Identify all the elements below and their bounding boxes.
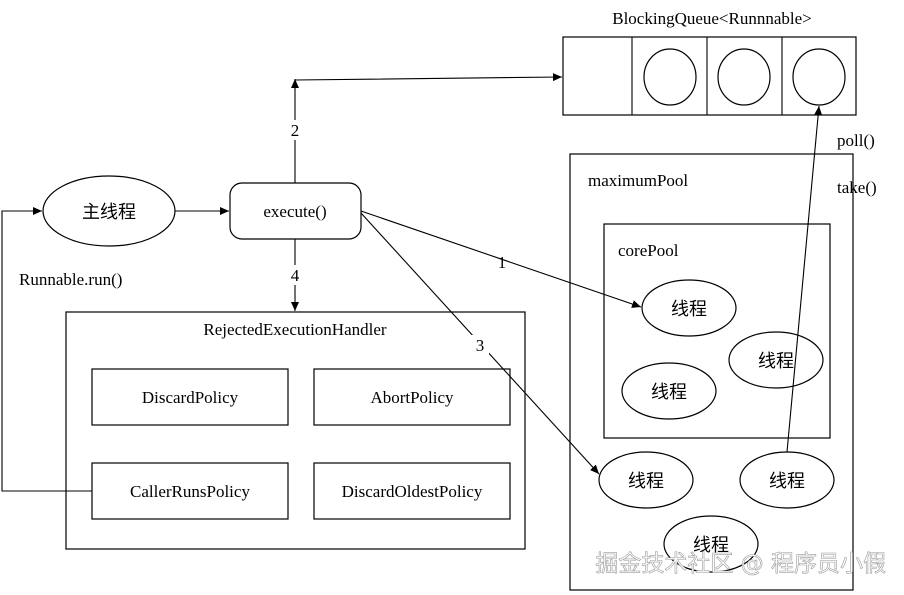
take-label: take() bbox=[837, 178, 877, 197]
edge-2-to-queue bbox=[294, 73, 563, 183]
edge-label-2: 2 bbox=[291, 121, 300, 140]
policy-discard-oldest-box bbox=[313, 462, 511, 520]
core-thread-3: 线程 bbox=[621, 362, 717, 420]
rejected-handler-title: RejectedExecutionHandler bbox=[203, 320, 386, 339]
svg-text:线程: 线程 bbox=[651, 382, 687, 403]
policy-discard-oldest-label: DiscardOldestPolicy bbox=[342, 482, 483, 501]
core-thread-2: 线程 bbox=[728, 331, 824, 389]
edge-label-1: 1 bbox=[498, 253, 507, 272]
queue-task-slot bbox=[792, 48, 846, 106]
core-pool-label: corePool bbox=[618, 241, 679, 260]
svg-text:线程: 线程 bbox=[769, 471, 805, 492]
policy-discard-box bbox=[91, 368, 289, 426]
pool-thread-3: 线程 bbox=[663, 515, 759, 573]
edge-caller-runs-to-main bbox=[1, 207, 92, 492]
svg-text:线程: 线程 bbox=[628, 471, 664, 492]
edge-label-3: 3 bbox=[476, 336, 485, 355]
runnable-run-label: Runnable.run() bbox=[19, 270, 122, 289]
policy-abort-label: AbortPolicy bbox=[370, 388, 454, 407]
svg-text:线程: 线程 bbox=[758, 351, 794, 372]
edge-1-to-core-thread bbox=[360, 210, 642, 308]
blocking-queue bbox=[562, 36, 857, 116]
maximum-pool-label: maximumPool bbox=[588, 171, 688, 190]
pool-thread-2: 线程 bbox=[739, 451, 835, 509]
pool-thread-1: 线程 bbox=[598, 451, 694, 509]
policy-caller-runs-box bbox=[91, 462, 289, 520]
execute-label: execute() bbox=[263, 202, 326, 221]
edge-label-4: 4 bbox=[291, 266, 300, 285]
policy-abort-box bbox=[313, 368, 511, 426]
edge-thread-poll-queue bbox=[786, 105, 823, 453]
policy-discard-label: DiscardPolicy bbox=[142, 388, 239, 407]
policy-caller-runs-label: CallerRunsPolicy bbox=[130, 482, 250, 501]
blocking-queue-label: BlockingQueue<Runnnable> bbox=[612, 9, 812, 28]
svg-text:线程: 线程 bbox=[693, 535, 729, 556]
poll-label: poll() bbox=[837, 131, 875, 150]
main-thread-label: 主线程 bbox=[82, 202, 136, 223]
watermark-text: 掘金技术社区 @ 程序员小假 bbox=[595, 551, 886, 577]
core-thread-1: 线程 bbox=[641, 279, 737, 337]
svg-text:线程: 线程 bbox=[671, 299, 707, 320]
queue-task-slot bbox=[717, 48, 771, 106]
queue-task-slot bbox=[643, 48, 697, 106]
